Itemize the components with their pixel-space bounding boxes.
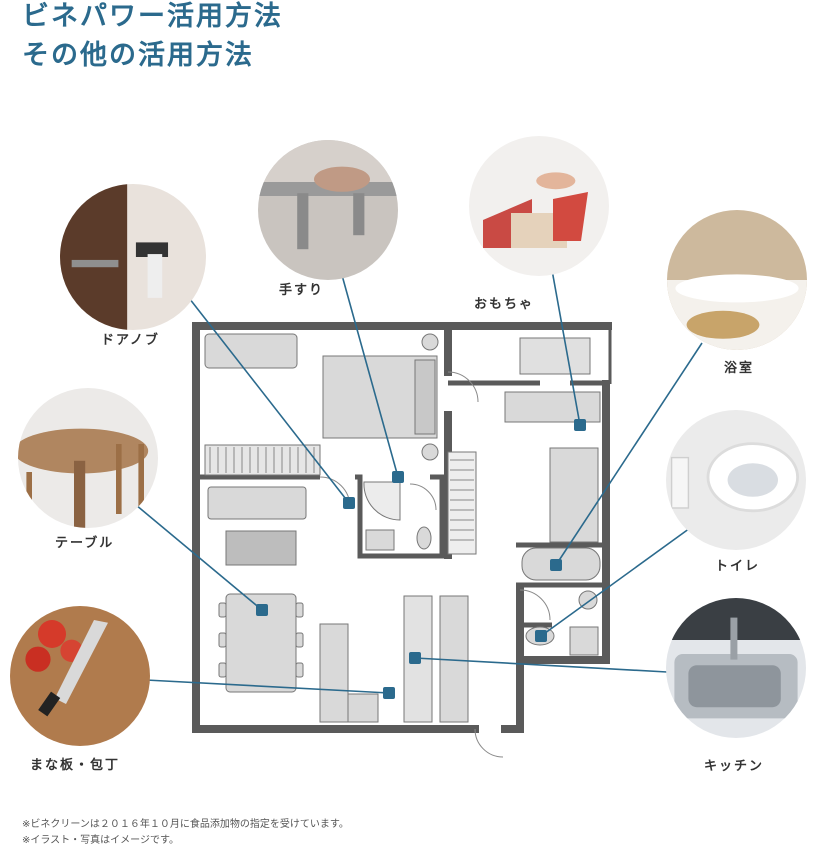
connector-handrail <box>339 267 399 478</box>
page-subtitle: その他の活用方法 <box>22 40 254 71</box>
label-toilet: トイレ <box>715 559 761 574</box>
connector-lines <box>129 267 703 694</box>
marker-table <box>256 604 268 616</box>
footnote-food-additive: ※ビネクリーンは２０１６年１０月に食品添加物の指定を受けています。 <box>22 819 349 830</box>
label-cutting-board: まな板・包丁 <box>30 758 121 773</box>
bathtub-photo-icon <box>667 210 807 350</box>
marker-bathroom <box>550 559 562 571</box>
label-table: テーブル <box>55 536 115 551</box>
door-swings <box>319 371 551 758</box>
furniture <box>204 333 601 723</box>
label-handrail: 手すり <box>279 283 325 298</box>
connector-kitchen <box>414 657 668 673</box>
door-knob-photo-icon <box>60 184 206 330</box>
toilet-photo-icon <box>666 410 806 550</box>
page-title: ビネパワー活用方法 <box>22 1 283 32</box>
label-door-knob: ドアノブ <box>101 333 160 348</box>
table-photo-icon <box>18 388 158 528</box>
spot-markers <box>256 419 586 699</box>
marker-toys <box>574 419 586 431</box>
handrail-photo-icon <box>258 140 398 280</box>
interior-walls <box>200 380 606 628</box>
connector-table <box>129 499 263 611</box>
label-kitchen: キッチン <box>704 759 765 774</box>
connector-toilet <box>540 522 698 637</box>
kitchen-sink-photo-icon <box>666 598 806 738</box>
marker-handrail <box>392 471 404 483</box>
marker-toilet <box>535 630 547 642</box>
wardrobe-hatching <box>209 447 474 541</box>
cutting-board-photo-icon <box>10 606 150 746</box>
connector-bathroom <box>555 342 703 566</box>
marker-kitchen <box>409 652 421 664</box>
label-toys: おもちゃ <box>474 297 535 312</box>
marker-door-knob <box>343 497 355 509</box>
marker-cutting-board <box>383 687 395 699</box>
toys-photo-icon <box>469 136 609 276</box>
connector-door-knob <box>174 279 350 504</box>
connector-cutting-board <box>145 679 390 694</box>
label-bathroom: 浴室 <box>724 361 755 376</box>
footnote-image-disclaimer: ※イラスト・写真はイメージです。 <box>22 835 179 846</box>
connector-toys <box>551 269 581 426</box>
